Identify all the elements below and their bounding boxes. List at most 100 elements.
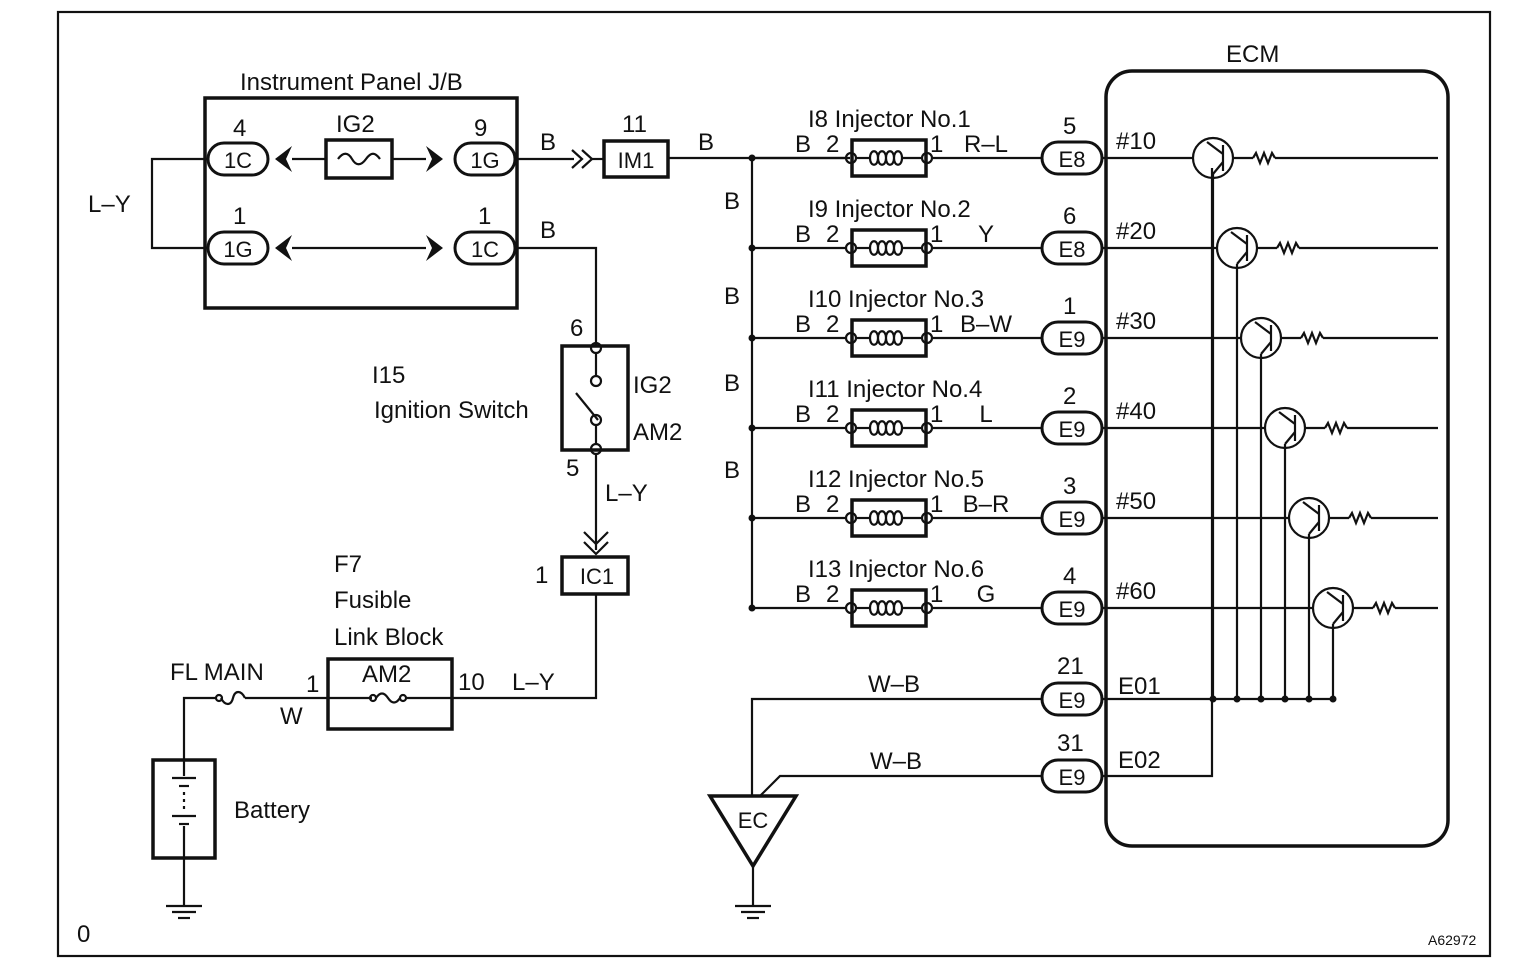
injector-pin-left: 2 [826,581,839,608]
ecm-connector-label: E9 [1059,597,1086,622]
ec-triangle [706,794,800,870]
injector-pin-right: 1 [930,221,943,248]
ground-pin-31: 31 [1057,730,1084,757]
injector-right-wire: G [977,581,996,608]
ignition-ig2-label: IG2 [633,372,672,399]
ecm-connector-pin: 5 [1063,113,1076,140]
ecm-connector-pin: 3 [1063,473,1076,500]
connector-e9-e01-label: E9 [1059,688,1086,713]
connector-1c-top-label: 1C [224,148,252,173]
injector-pin-left: 2 [826,311,839,338]
ecm-connector-pin: 2 [1063,383,1076,410]
wire-wb1-label: W–B [868,671,920,698]
resistor-icon [1300,330,1324,346]
jb-pin-1b: 1 [478,203,491,230]
battery: Battery [151,758,310,860]
jb-arrow-icon [275,146,292,172]
driver-transistor-icon [1311,586,1355,630]
ec-label: EC [738,808,769,833]
fuse-ig2-label: IG2 [336,111,375,138]
wire-ly-fuse-label: L–Y [512,669,555,696]
ground-pin-21: 21 [1057,653,1084,680]
ignition-switch-box [560,344,630,452]
ignition-pin-5: 5 [566,455,579,482]
ignition-name: Ignition Switch [374,397,529,424]
fusible-line1: Fusible [334,587,411,614]
ecm-connector-label: E9 [1059,327,1086,352]
injector-left-wire: B [795,311,811,338]
jb-box [203,96,519,310]
injector-name: I11 Injector No.4 [808,376,982,403]
ground-icon [735,904,771,920]
wire-w-label: W [280,703,303,730]
injector-right-wire: Y [978,221,994,248]
fusible-pin-1: 1 [306,671,319,698]
wire-b2-label: B [698,129,714,156]
injector-left-wire: B [795,491,811,518]
resistor-icon [1252,150,1276,166]
ic1-label: IC1 [580,564,614,589]
connector-1c-bottom-label: 1C [471,237,499,262]
injector-coil-icon [868,240,904,256]
injector-pin-left: 2 [826,491,839,518]
ic1-pin: 1 [535,562,548,589]
wire-ly-ign-label: L–Y [605,480,648,507]
injector-left-wire: B [795,221,811,248]
injector-coil-icon [868,330,904,346]
ecm-connector-pin: 1 [1063,293,1076,320]
fusible-link-block: F7 Fusible Link Block AM2 1 10 [306,551,485,731]
ecm-connector-label: E9 [1059,507,1086,532]
wire-wb2-label: W–B [870,748,922,775]
fl-main-label: FL MAIN [170,659,264,686]
injector-right-wire: L [979,401,992,428]
ecm-connector-label: E8 [1059,237,1086,262]
ecm-connector-label: E9 [1059,417,1086,442]
injector-coil-icon [868,420,904,436]
wire-b3-label: B [540,217,556,244]
connector-1g-bottom-label: 1G [223,237,252,262]
wire-ly-left-label: L–Y [88,191,131,218]
ecm-signal-label: #20 [1116,218,1156,245]
jb-pin-4: 4 [233,115,246,142]
injector-right-wire: B–R [963,491,1010,518]
fuse-icon [337,152,381,166]
ecm-signal-label: #60 [1116,578,1156,605]
injector-pin-right: 1 [930,131,943,158]
injector-body [850,228,928,268]
injector-coil-icon [868,600,904,616]
wire-b1-label: B [540,129,556,156]
jb-title: Instrument Panel J/B [240,69,463,96]
resistor-icon [1348,510,1372,526]
outer-frame [56,10,1492,958]
ignition-switch: 6 IG2 AM2 5 I15 Ignition Switch [372,315,682,482]
driver-transistor-icon [1215,226,1259,270]
connector-arrow-icon [583,541,609,556]
injector-left-wire: B [795,581,811,608]
injector-right-wire: B–W [960,311,1012,338]
ecm-connector-pin: 4 [1063,563,1076,590]
ecm-ground-e01: E9 21 E01 W–B [750,653,1161,796]
ecm-connector-pin: 6 [1063,203,1076,230]
ec-ground-junction: EC [706,794,800,920]
bus-b-label-3: B [724,370,740,397]
injector-pin-left: 2 [826,221,839,248]
bus-b-label-4: B [724,457,740,484]
ecm-connector-label: E8 [1059,147,1086,172]
wire-ly-loop [150,157,208,250]
ignition-am2-label: AM2 [633,419,682,446]
connector-arrow-icon [583,531,609,546]
ignition-id: I15 [372,362,405,389]
fusible-line2: Link Block [334,624,444,651]
fl-main-fuse-icon [220,690,246,706]
figure-id: A62972 [1428,932,1476,948]
jb-arrow-icon [426,146,443,172]
injector-body [850,588,928,628]
jb-arrow-icon [426,235,443,261]
injector-body [850,318,928,358]
